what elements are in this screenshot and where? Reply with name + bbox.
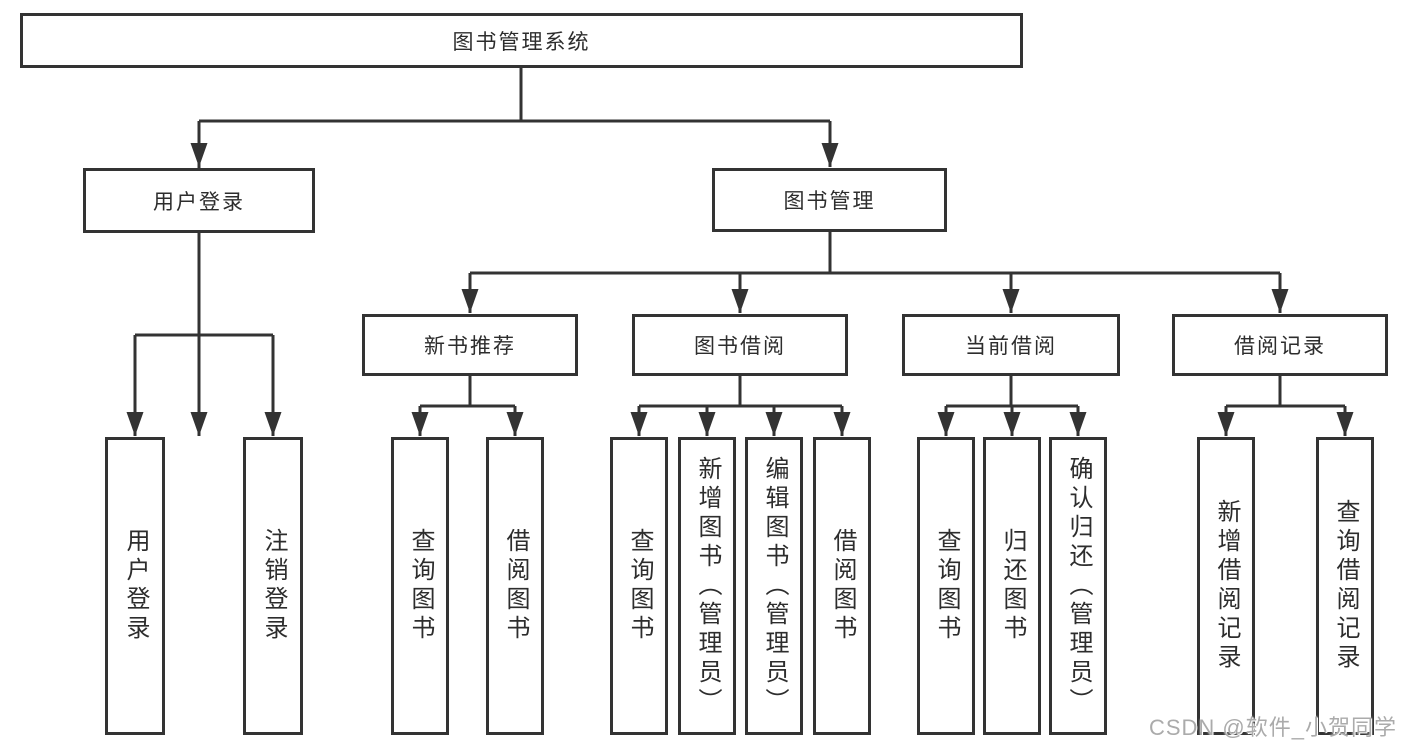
leaf-bb-query-books: 查询图书	[610, 437, 668, 735]
edge-newbook-to-leaves	[411, 376, 524, 436]
leaf-bb-add-books: 新增图书（管理员）	[678, 437, 736, 735]
leaf-br-add-record: 新增借阅记录	[1197, 437, 1255, 735]
node-root: 图书管理系统	[20, 13, 1023, 68]
node-current-borrowing: 当前借阅	[902, 314, 1120, 376]
leaf-user-login: 用户登录	[105, 437, 165, 735]
node-user-login: 用户登录	[83, 168, 315, 233]
node-book-borrowing-label: 图书借阅	[694, 335, 786, 358]
leaf-user-login-label: 用户登录	[122, 528, 149, 644]
edge-records-to-leaves	[1217, 376, 1354, 436]
node-borrowing-records: 借阅记录	[1172, 314, 1388, 376]
leaf-bb-edit-books-label: 编辑图书（管理员）	[761, 455, 788, 717]
node-new-book-recommend-label: 新书推荐	[424, 335, 516, 358]
node-book-management: 图书管理	[712, 168, 947, 232]
leaf-cb-query-books: 查询图书	[917, 437, 975, 735]
node-root-label: 图书管理系统	[452, 30, 591, 54]
leaf-bb-borrow-books: 借阅图书	[813, 437, 871, 735]
leaf-cb-confirm-return-label: 确认归还（管理员）	[1065, 455, 1092, 717]
edge-bookmgmt-to-level3	[461, 232, 1289, 313]
leaf-logout: 注销登录	[243, 437, 303, 735]
leaf-nbr-borrow-books-label: 借阅图书	[502, 528, 529, 644]
leaf-br-query-record: 查询借阅记录	[1316, 437, 1374, 735]
leaf-bb-query-books-label: 查询图书	[626, 528, 653, 644]
leaf-cb-query-books-label: 查询图书	[933, 528, 960, 644]
leaf-bb-edit-books: 编辑图书（管理员）	[745, 437, 803, 735]
csdn-watermark: CSDN @软件_小贺同学	[1148, 715, 1397, 740]
node-current-borrowing-label: 当前借阅	[965, 335, 1057, 358]
leaf-logout-label: 注销登录	[260, 528, 287, 644]
leaf-nbr-borrow-books: 借阅图书	[486, 437, 544, 735]
node-user-login-label: 用户登录	[153, 190, 245, 214]
node-new-book-recommend: 新书推荐	[362, 314, 578, 376]
edge-borrowing-to-leaves	[630, 376, 851, 436]
leaf-br-query-record-label: 查询借阅记录	[1332, 499, 1359, 673]
leaf-cb-return-books: 归还图书	[983, 437, 1041, 735]
edge-current-to-leaves	[937, 376, 1087, 436]
leaf-br-add-record-label: 新增借阅记录	[1213, 499, 1240, 673]
leaf-bb-borrow-books-label: 借阅图书	[829, 528, 856, 644]
node-borrowing-records-label: 借阅记录	[1234, 335, 1326, 358]
edge-root-to-level2	[190, 68, 839, 436]
edge-userlogin-to-leaves	[126, 233, 282, 436]
node-book-borrowing: 图书借阅	[632, 314, 848, 376]
leaf-cb-return-books-label: 归还图书	[999, 528, 1026, 644]
leaf-bb-add-books-label: 新增图书（管理员）	[694, 455, 721, 717]
node-book-management-label: 图书管理	[783, 190, 876, 213]
leaf-cb-confirm-return: 确认归还（管理员）	[1049, 437, 1107, 735]
leaf-nbr-query-books-label: 查询图书	[407, 528, 434, 644]
leaf-nbr-query-books: 查询图书	[391, 437, 449, 735]
